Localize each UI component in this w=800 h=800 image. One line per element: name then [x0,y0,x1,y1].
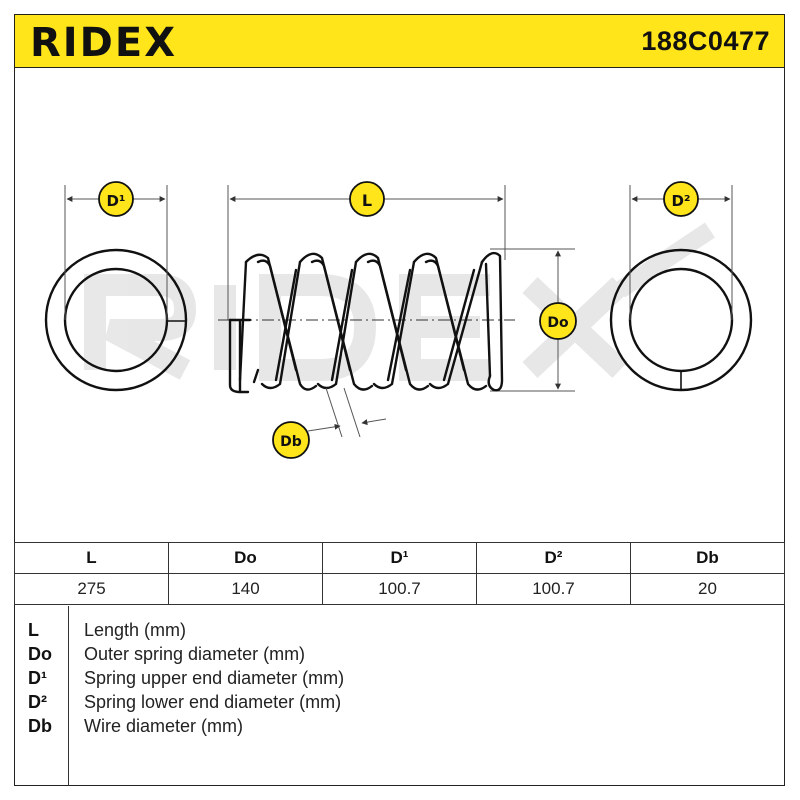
legend-item: D² Spring lower end diameter (mm) [14,692,785,716]
spec-value-row: 275 140 100.7 100.7 20 [14,573,785,605]
legend-key: D¹ [28,668,47,688]
legend-description: Spring upper end diameter (mm) [84,668,345,688]
svg-text:D²: D² [671,192,690,210]
label-length: L [349,181,385,217]
lower-end-ring [609,248,753,392]
svg-text:D¹: D¹ [106,192,125,210]
label-outer-diameter: Do [539,302,577,340]
legend: L Length (mm) Do Outer spring diameter (… [14,606,785,786]
label-d1: D¹ [98,181,134,217]
spec-value: 100.7 [322,573,477,605]
label-wire-diameter: Db [272,421,310,459]
svg-text:L: L [362,191,372,210]
spec-value: 100.7 [476,573,631,605]
svg-text:Do: Do [547,315,569,331]
wire-diameter-dimension [307,387,387,438]
legend-key: D² [28,692,47,712]
spec-value: 275 [14,573,169,605]
spec-value: 140 [168,573,323,605]
part-number: 188C0477 [641,26,770,56]
legend-description: Wire diameter (mm) [84,716,244,736]
spec-header: Db [630,542,785,574]
legend-divider [68,606,69,786]
spec-header: L [14,542,169,574]
svg-text:Db: Db [280,434,302,450]
legend-item: Db Wire diameter (mm) [14,716,785,740]
header-bar [14,14,785,68]
ridex-logo: RIDEX [30,22,177,62]
legend-key: L [28,620,39,640]
spec-value: 20 [630,573,785,605]
spec-header: Do [168,542,323,574]
legend-item: D¹ Spring upper end diameter (mm) [14,668,785,692]
coil-spring [228,251,504,394]
spec-header-row: L Do D¹ D² Db [14,542,785,574]
legend-key: Do [28,644,52,664]
spec-table: L Do D¹ D² Db 275 140 100.7 100.7 20 [14,542,785,605]
legend-key: Db [28,716,52,736]
label-d2: D² [663,181,699,217]
legend-description: Spring lower end diameter (mm) [84,692,342,712]
spec-header: D² [476,542,631,574]
svg-text:RIDEX: RIDEX [30,22,177,62]
legend-item: L Length (mm) [14,620,785,644]
legend-description: Length (mm) [84,620,187,640]
legend-description: Outer spring diameter (mm) [84,644,306,664]
legend-item: Do Outer spring diameter (mm) [14,644,785,668]
spec-header: D¹ [322,542,477,574]
